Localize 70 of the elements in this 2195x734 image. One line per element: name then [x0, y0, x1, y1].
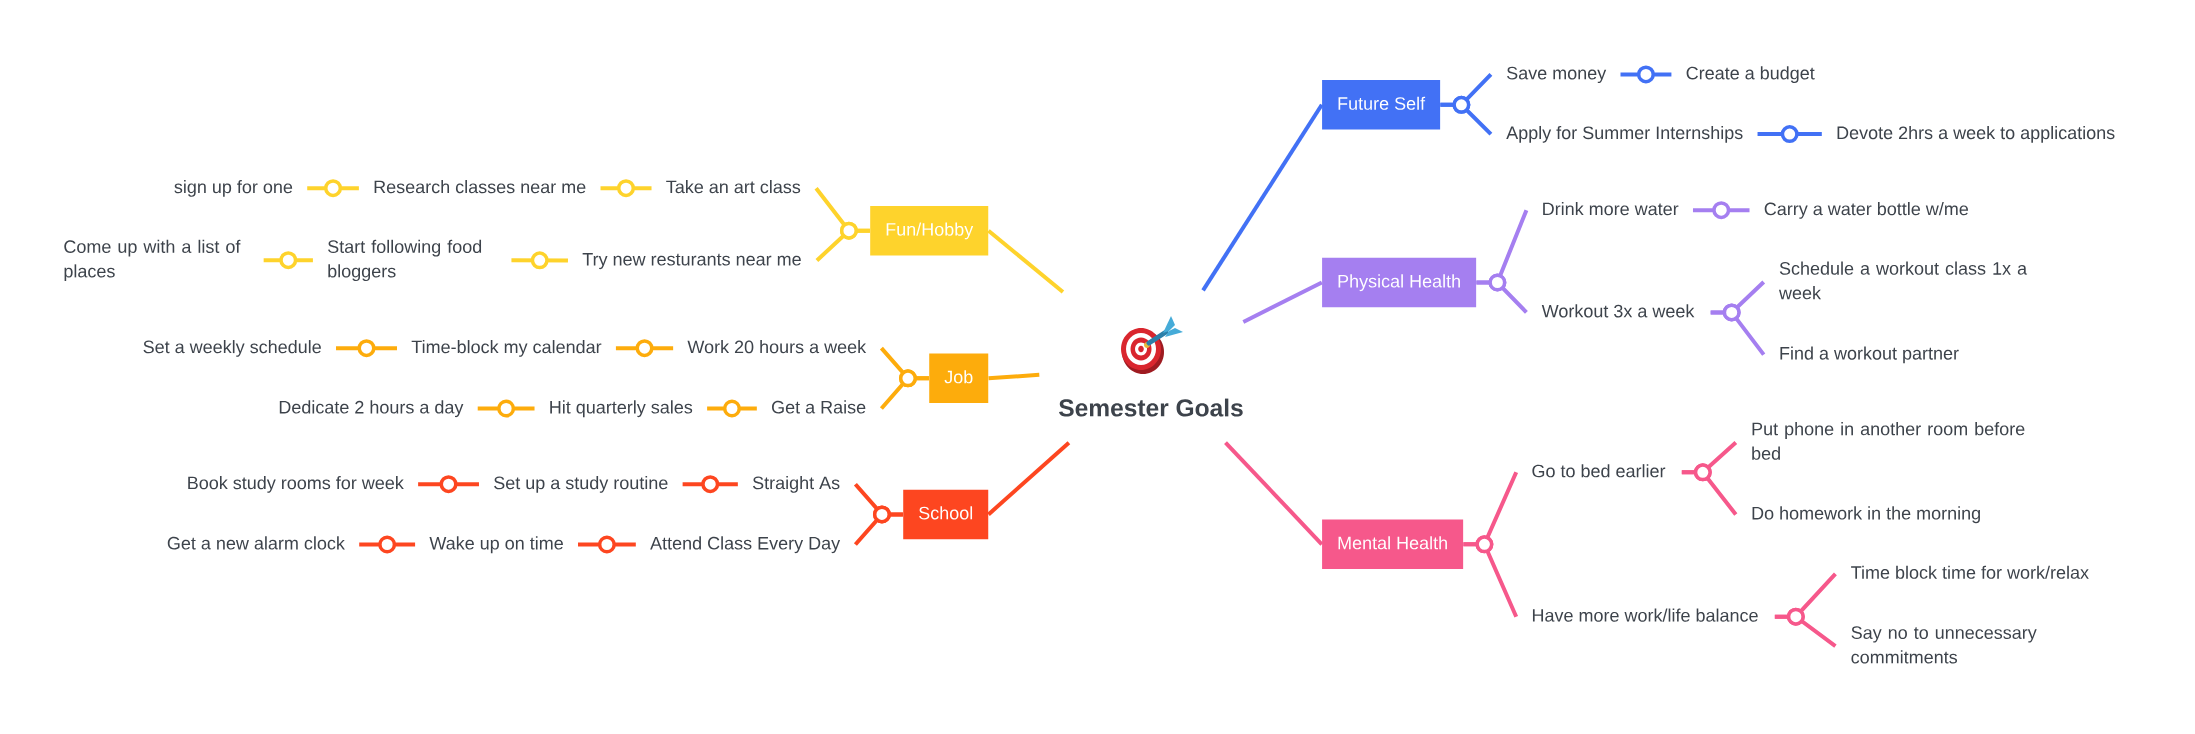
topic-label: Book study rooms for week: [188, 476, 404, 493]
topic-label: Create a budget: [1686, 66, 1815, 84]
topic-box: Physical Health: [1322, 257, 1477, 308]
central-topic: Semester Goals: [1059, 398, 1243, 417]
connector-line: [1224, 441, 1324, 546]
topic-label: Put phone in another room before bed: [1752, 422, 2025, 460]
topic-label: Set a weekly schedule: [143, 340, 321, 357]
topic-box: Fun/Hobby: [870, 205, 989, 256]
topic-label: Start following food bloggers: [328, 239, 482, 282]
topic-label: Workout 3x a week: [1541, 304, 1695, 318]
topic-label: Go to bed earlier: [1532, 464, 1666, 478]
connector-line: [336, 339, 397, 358]
topic-label: Time-block my calendar: [411, 340, 602, 357]
connector-line: [815, 221, 870, 262]
topic-box: Mental Health: [1322, 519, 1464, 570]
topic-label: Have more work/life balance: [1532, 608, 1758, 622]
connector-line: [418, 475, 479, 494]
topic-label: Get a Raise: [772, 400, 866, 414]
topic-label: Say no to unnecessary commitments: [1851, 626, 2037, 664]
topic-box: Future Self: [1322, 80, 1441, 130]
connector-line: [263, 251, 313, 270]
connector-line: [615, 339, 674, 358]
topic-label: Schedule a workout class 1x a week: [1778, 261, 2028, 300]
connector-line: [578, 535, 636, 554]
connector-line: [853, 505, 903, 546]
connector-line: [682, 475, 738, 494]
connector-line: [1774, 607, 1837, 648]
topic-label: Take an art class: [666, 180, 801, 194]
connector-line: [1242, 280, 1323, 324]
connector-line: [1476, 273, 1528, 314]
connector-line: [987, 441, 1071, 516]
topic-label: Drink more water: [1543, 202, 1679, 216]
connector-line: [1757, 125, 1822, 144]
connector-line: [600, 179, 652, 198]
topic-label: Do homework in the morning: [1752, 506, 1980, 524]
topic-label: Time block time for work/relax: [1851, 565, 2089, 579]
topic-label: Research classes near me: [374, 180, 586, 194]
topic-label: Save money: [1507, 66, 1607, 84]
topic-label: Try new resturants near me: [582, 253, 801, 270]
connector-line: [707, 399, 757, 418]
topic-label: Attend Class Every Day: [650, 536, 841, 554]
connector-line: [1440, 95, 1493, 136]
connector-line: [1620, 65, 1672, 84]
topic-label: Devote 2hrs a week to applications: [1837, 125, 2115, 143]
topic-label: Hit quarterly sales: [550, 400, 693, 418]
connector-line: [988, 372, 1040, 381]
topic-box: Job: [929, 353, 989, 404]
topic-label: Find a workout partner: [1780, 346, 1959, 364]
topic-label: sign up for one: [174, 180, 293, 197]
connector-line: [511, 251, 568, 270]
connector-line: [1710, 303, 1766, 356]
topic-label: Apply for Summer Internships: [1506, 125, 1743, 143]
connector-line: [879, 369, 929, 410]
connector-line: [1693, 201, 1750, 220]
connector-line: [359, 535, 416, 554]
topic-label: Carry a water bottle w/me: [1764, 202, 1969, 219]
connector-line: [1201, 103, 1324, 292]
topic-label: Set up a study routine: [494, 476, 668, 493]
topic-label: Come up with a list of places: [64, 239, 241, 282]
connector-line: [1681, 463, 1738, 516]
topic-label: Dedicate 2 hours a day: [279, 400, 464, 418]
topic-label: Straight As: [752, 476, 840, 493]
connector-line: [307, 179, 359, 198]
topic-box: School: [903, 489, 989, 540]
connector-line: [477, 399, 535, 418]
topic-label: Get a new alarm clock: [167, 536, 345, 550]
connector-line: [987, 229, 1065, 294]
connector-line: [1463, 535, 1519, 618]
topic-label: Work 20 hours a week: [687, 340, 867, 354]
topic-label: Wake up on time: [429, 536, 563, 554]
